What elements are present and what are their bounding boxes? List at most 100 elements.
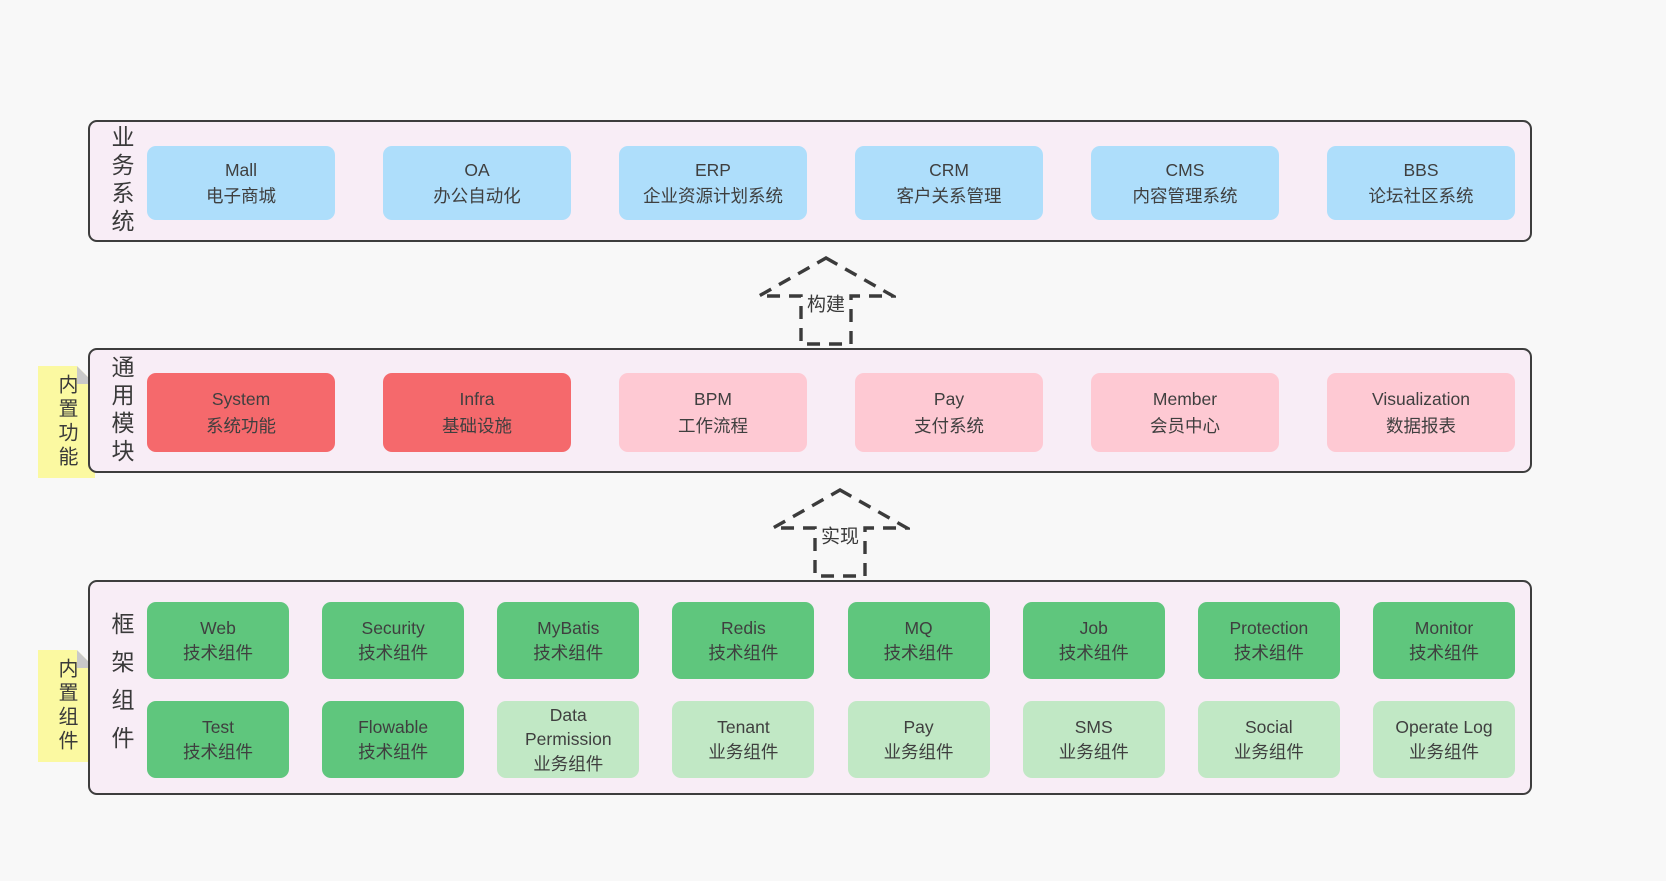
box-title: CMS [1165,159,1205,180]
box-title: Security [361,618,425,638]
arrow-build-label: 构建 [803,289,849,317]
box-subtitle: 业务组件 [533,753,604,774]
box-title: Monitor [1414,618,1474,638]
box-subtitle: 系统功能 [206,415,276,436]
arrow-implement-label: 实现 [817,521,863,549]
box-bpm: BPM 工作流程 [619,373,807,452]
box-subtitle: 技术组件 [183,642,253,663]
box-web: Web 技术组件 [147,602,289,679]
box-subtitle: 业务组件 [1058,741,1129,762]
box-subtitle: 基础设施 [442,415,512,436]
box-title: Job [1079,618,1108,638]
box-member: Member 会员中心 [1091,373,1279,452]
box-erp: ERP 企业资源计划系统 [619,146,807,220]
box-sms: SMS 业务组件 [1022,701,1165,778]
box-title: Test [201,717,235,737]
panel-business-label: 业务系统 [108,125,134,237]
panel-modules-label: 通用模块 [108,354,134,467]
box-protection: Protection 技术组件 [1197,602,1340,679]
box-title: Data Permission [525,704,612,750]
box-subtitle: 技术组件 [1233,642,1304,663]
box-title: Flowable [358,717,429,737]
box-subtitle: 内容管理系统 [1132,186,1238,206]
box-pay: Pay 支付系统 [855,373,1043,452]
box-subtitle: 业务组件 [1408,741,1479,762]
modules-box-row: System 系统功能 Infra 基础设施 BPM 工作流程 Pay 支付系统… [147,373,1515,452]
box-subtitle: 企业资源计划系统 [643,186,783,206]
box-subtitle: 业务组件 [883,741,954,762]
box-title: MQ [904,618,933,638]
box-title: Web [200,618,236,638]
box-subtitle: 数据报表 [1386,415,1456,436]
box-title: BBS [1403,159,1439,180]
box-subtitle: 技术组件 [708,642,779,663]
box-subtitle: 会员中心 [1150,415,1220,436]
box-subtitle: 技术组件 [183,741,253,762]
box-subtitle: 办公自动化 [433,186,521,206]
framework-box-row-1: Web 技术组件 Security 技术组件 MyBatis 技术组件 Redi… [147,602,1515,679]
panel-common-modules: 通用模块 System 系统功能 Infra 基础设施 BPM 工作流程 Pay… [88,348,1532,473]
box-visualization: Visualization 数据报表 [1327,373,1515,452]
box-title: System [211,389,271,410]
framework-box-row-2: Test 技术组件 Flowable 技术组件 Data Permission … [147,701,1515,778]
note-text: 内置组件 [55,658,77,754]
box-subtitle: 工作流程 [678,415,748,436]
box-data-permission: Data Permission 业务组件 [497,701,640,778]
box-operate-log: Operate Log 业务组件 [1372,701,1515,778]
box-title: MyBatis [537,618,600,638]
box-subtitle: 技术组件 [358,741,429,762]
box-mall: Mall 电子商城 [147,146,335,220]
box-oa: OA 办公自动化 [383,146,571,220]
box-crm: CRM 客户关系管理 [855,146,1043,220]
box-redis: Redis 技术组件 [672,602,815,679]
box-mybatis: MyBatis 技术组件 [497,602,640,679]
box-title: Pay [933,389,965,410]
box-mq: MQ 技术组件 [847,602,990,679]
arrow-implement: 实现 [770,487,910,579]
box-subtitle: 技术组件 [1058,642,1129,663]
box-title: Member [1152,389,1218,410]
box-title: Redis [721,618,766,638]
panel-business-systems: 业务系统 Mall 电子商城 OA 办公自动化 ERP 企业资源计划系统 CRM… [88,120,1532,242]
box-title: BPM [694,389,732,410]
box-social: Social 业务组件 [1197,701,1340,778]
box-bbs: BBS 论坛社区系统 [1327,146,1515,220]
box-subtitle: 技术组件 [883,642,954,663]
box-subtitle: 客户关系管理 [896,186,1002,206]
box-subtitle: 技术组件 [533,642,604,663]
box-infra: Infra 基础设施 [383,373,571,452]
box-subtitle: 技术组件 [358,642,429,663]
box-title: Pay [903,717,934,737]
box-title: CRM [929,159,969,180]
business-box-row: Mall 电子商城 OA 办公自动化 ERP 企业资源计划系统 CRM 客户关系… [147,146,1515,220]
box-title: OA [464,159,490,180]
box-title: SMS [1074,717,1113,737]
box-pay-business: Pay 业务组件 [847,701,990,778]
box-test: Test 技术组件 [147,701,289,778]
box-subtitle: 电子商城 [206,186,276,206]
box-title: Social [1245,717,1293,737]
box-title: Infra [459,389,495,410]
box-title: Protection [1229,618,1309,638]
box-title: Visualization [1372,389,1470,410]
box-title: Operate Log [1395,717,1493,737]
box-monitor: Monitor 技术组件 [1372,602,1515,679]
box-title: Mall [224,159,258,180]
sticky-note-built-in-features: 内置功能 [38,366,95,478]
box-job: Job 技术组件 [1022,602,1165,679]
box-subtitle: 论坛社区系统 [1368,186,1474,206]
box-system: System 系统功能 [147,373,335,452]
box-subtitle: 支付系统 [914,415,984,436]
box-subtitle: 业务组件 [708,741,779,762]
panel-framework-label: 框架组件 [108,611,134,764]
box-security: Security 技术组件 [322,602,465,679]
box-flowable: Flowable 技术组件 [322,701,465,778]
box-title: ERP [695,159,731,180]
panel-framework-components: 框架组件 Web 技术组件 Security 技术组件 MyBatis 技术组件… [88,580,1532,795]
box-cms: CMS 内容管理系统 [1091,146,1279,220]
box-tenant: Tenant 业务组件 [672,701,815,778]
arrow-build: 构建 [756,255,896,347]
box-subtitle: 技术组件 [1408,642,1479,663]
box-title: Tenant [717,717,770,737]
box-subtitle: 业务组件 [1233,741,1304,762]
